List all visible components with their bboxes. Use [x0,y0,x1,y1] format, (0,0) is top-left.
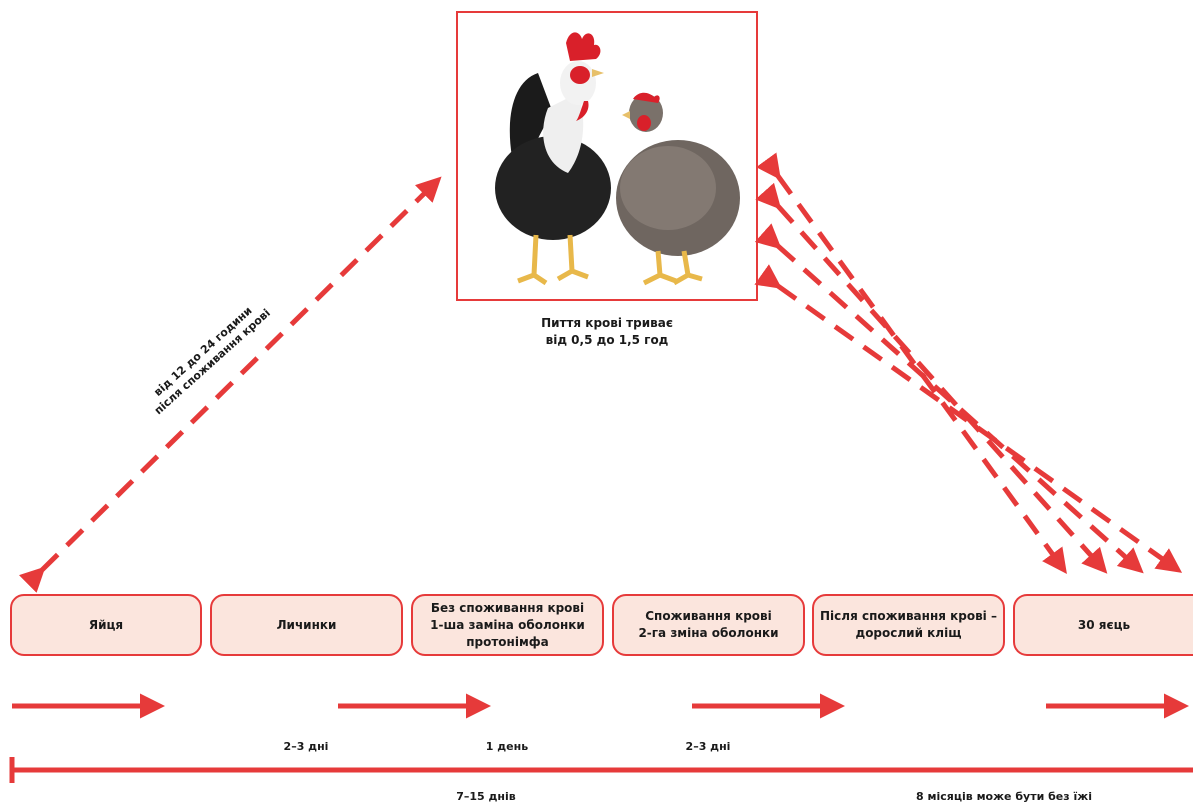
stage-protonymph-label: Без споживання крові 1-ша заміна оболонк… [430,600,585,649]
feeding-caption-line-1: Пиття крові триває [541,316,673,330]
total-duration-label: 7–15 днів [456,790,516,803]
stage-deutonymph-label: Споживання крові 2-га зміна оболонки [638,609,779,640]
stage-eggs-label: Яйця [88,617,124,632]
right-diagonal-arrow-2 [755,182,1108,574]
right-diagonal-arrow-4 [754,264,1183,573]
feeding-caption: Пиття крові триває від 0,5 до 1,5 год [493,315,721,349]
stage-protonymph: Без споживання крові 1-ша заміна оболонк… [411,594,604,656]
chickens-illustration [495,32,740,286]
stage-eggs: Яйця [10,594,202,656]
duration-label-2: 1 день [485,740,529,753]
stage-adult-mite-label: Після споживання крові – дорослий кліщ [820,609,997,640]
chickens-photo [456,11,758,301]
stage-thirty-eggs: 30 яєць [1013,594,1193,656]
stage-deutonymph: Споживання крові 2-га зміна оболонки [612,594,805,656]
duration-label-1: 2–3 дні [283,740,329,753]
stage-larvae-label: Личинки [276,617,337,632]
left-diagonal-arrow [18,176,442,593]
duration-label-3: 2–3 дні [685,740,731,753]
stage-adult-mite: Після споживання крові – дорослий кліщ [812,594,1005,656]
feeding-caption-line-2: від 0,5 до 1,5 год [545,333,669,347]
stage-thirty-eggs-label: 30 яєць [1077,617,1131,632]
stage-larvae: Личинки [210,594,403,656]
starvation-note: 8 місяців може бути без їжі [916,790,1092,803]
right-diagonal-arrow-3 [754,223,1144,574]
